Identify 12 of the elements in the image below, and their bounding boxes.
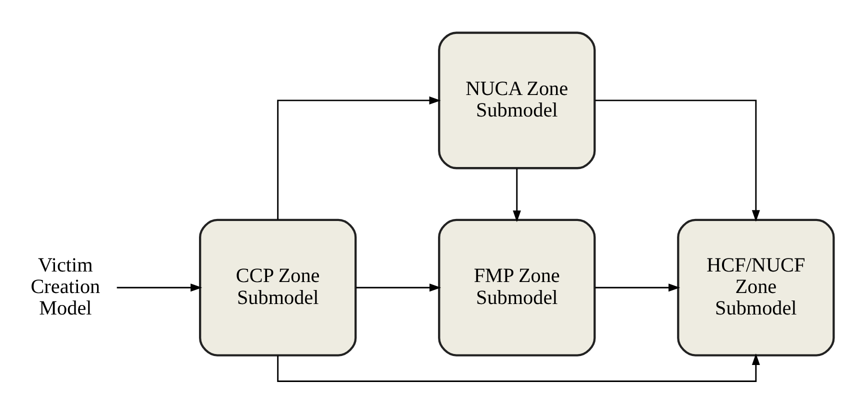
arrow [116, 283, 202, 292]
node-box: NUCA Zone Submodel [438, 31, 596, 169]
node-text: Victim Creation Model [30, 254, 100, 320]
arrow [595, 283, 680, 292]
arrow [277, 352, 760, 382]
arrow [356, 283, 442, 292]
arrow [595, 99, 760, 222]
arrow [512, 168, 521, 222]
node-box: FMP Zone Submodel [438, 218, 596, 356]
arrow [277, 96, 441, 220]
node-box: CCP Zone Submodel [199, 218, 357, 356]
node-box: HCF/NUCF Zone Submodel [677, 218, 835, 356]
